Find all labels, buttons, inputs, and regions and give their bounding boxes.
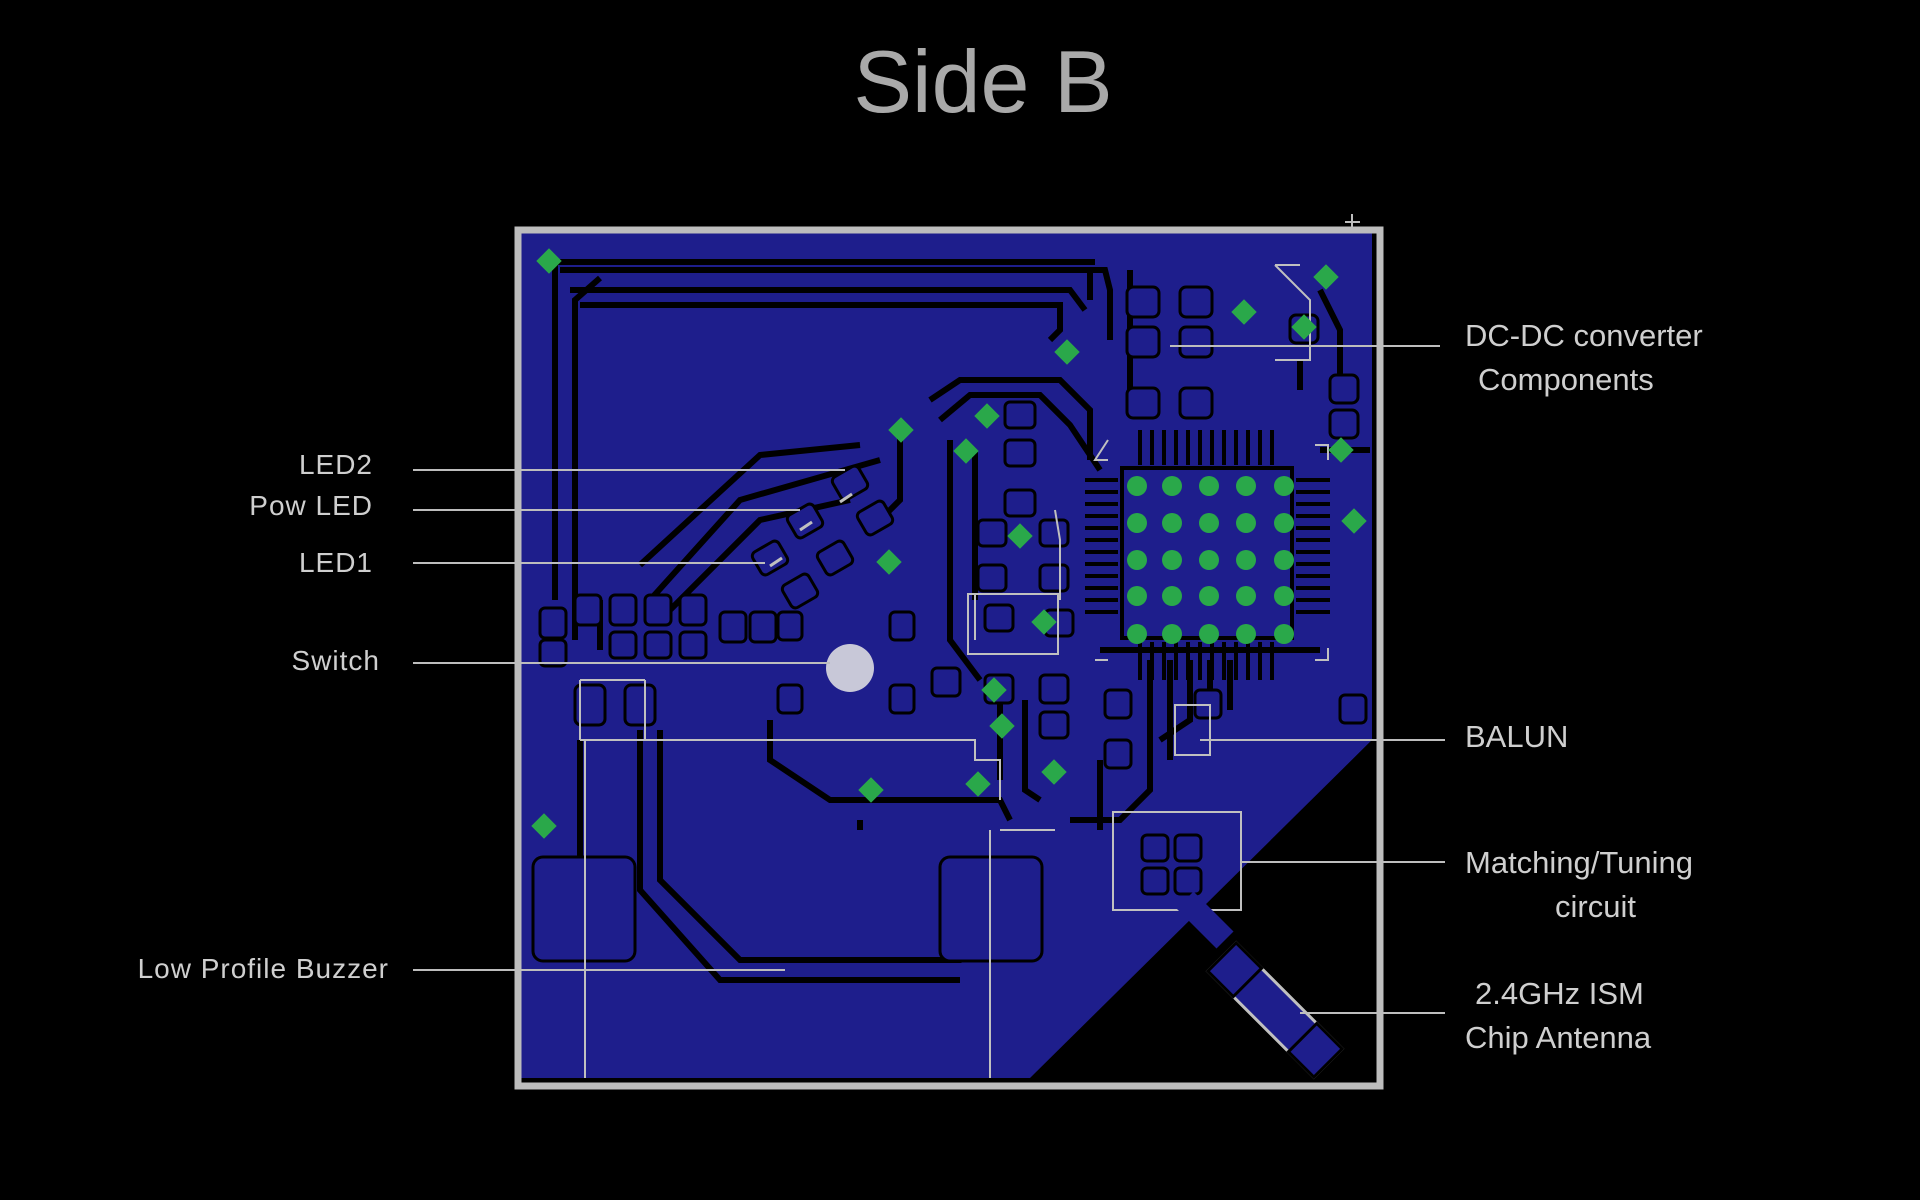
label-antenna-line2: Chip Antenna	[1465, 1020, 1652, 1055]
label-pow-led: Pow LED	[249, 490, 373, 521]
board-outline	[514, 226, 1384, 1090]
label-matching-line1: Matching/Tuning	[1465, 845, 1693, 880]
label-matching-line2: circuit	[1555, 889, 1636, 924]
chip-antenna	[1205, 940, 1345, 1080]
label-switch: Switch	[292, 645, 380, 676]
label-buzzer: Low Profile Buzzer	[138, 953, 389, 984]
antenna-feed	[1176, 891, 1234, 949]
label-led1: LED1	[299, 547, 373, 578]
corner-mark	[1345, 214, 1360, 230]
silkscreen	[579, 264, 1329, 1078]
leader-lines	[413, 345, 1445, 1014]
switch-actuator	[826, 644, 874, 692]
label-antenna-line1: 2.4GHz ISM	[1475, 976, 1644, 1011]
pcb-board	[514, 214, 1384, 1090]
label-dcdc-line2: Components	[1478, 362, 1654, 397]
led-marks	[769, 492, 853, 568]
traces	[552, 259, 1370, 983]
label-dcdc-line1: DC-DC converter	[1465, 318, 1703, 353]
diagram-title: Side B	[853, 32, 1112, 131]
label-led2: LED2	[299, 449, 373, 480]
label-balun: BALUN	[1465, 719, 1568, 754]
mcu-thermal-vias	[1127, 476, 1294, 644]
